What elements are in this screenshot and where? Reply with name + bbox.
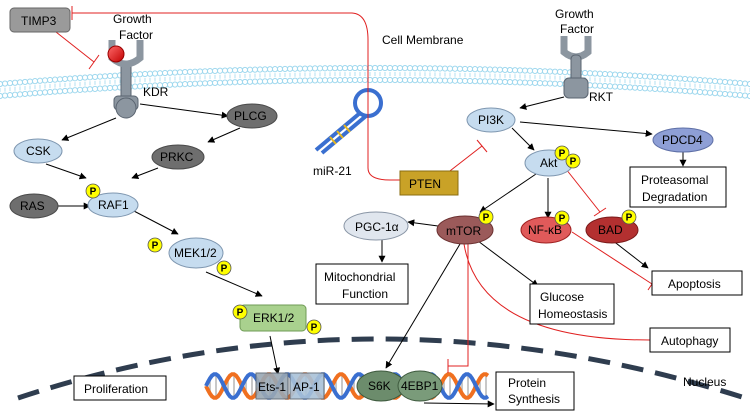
bad-node: BAD — [585, 216, 639, 244]
growth-factor-left-label-1: Growth — [113, 12, 152, 26]
svg-text:P: P — [311, 323, 318, 334]
svg-text:RAF1: RAF1 — [98, 198, 129, 212]
phospho-marker: P — [478, 209, 494, 225]
svg-text:Function: Function — [342, 287, 388, 301]
inhibition-lines — [55, 6, 657, 373]
4ebp1-node: 4EBP1 — [397, 370, 443, 402]
timp3-node: TIMP3 — [9, 7, 71, 33]
svg-text:BAD: BAD — [598, 223, 623, 237]
svg-text:Protein: Protein — [508, 376, 546, 390]
erk-node: ERK1/2 — [239, 304, 307, 332]
mek-node: MEK1/2 — [168, 237, 224, 269]
svg-text:Akt: Akt — [540, 156, 558, 170]
svg-text:Mitochondrial: Mitochondrial — [324, 270, 395, 284]
growth-factor-left-label-2: Factor — [119, 28, 153, 42]
svg-text:Apoptosis: Apoptosis — [668, 277, 721, 291]
phospho-marker: P — [306, 319, 322, 335]
svg-text:P: P — [237, 308, 244, 319]
svg-text:P: P — [559, 214, 566, 225]
activation-arrows — [45, 96, 687, 408]
pten-node: PTEN — [399, 170, 459, 196]
mir21-label: miR-21 — [313, 164, 352, 178]
svg-text:PDCD4: PDCD4 — [662, 133, 703, 147]
autophagy-box: Autophagy — [649, 327, 731, 353]
ap1-node: AP-1 — [289, 372, 325, 400]
svg-text:Glucose: Glucose — [540, 290, 584, 304]
prkc-node: PRKC — [151, 144, 205, 170]
svg-text:Degradation: Degradation — [642, 190, 707, 204]
svg-text:P: P — [221, 264, 228, 275]
pi3k-node: PI3K — [466, 107, 516, 133]
pgc1a-node: PGC-1α — [343, 211, 409, 241]
raf1-node: RAF1 — [87, 192, 139, 218]
pdcd4-node: PDCD4 — [652, 127, 714, 153]
cell-membrane — [0, 64, 750, 100]
growth-factor-right-label-2: Factor — [560, 22, 594, 36]
ras-node: RAS — [9, 193, 59, 219]
svg-text:P: P — [570, 157, 577, 168]
phospho-marker: P — [147, 237, 163, 253]
svg-text:PLCG: PLCG — [234, 109, 267, 123]
mitochondrial-function-box: Mitochondrial Function — [315, 263, 409, 305]
svg-text:Proteasomal: Proteasomal — [641, 173, 708, 187]
svg-text:MEK1/2: MEK1/2 — [174, 246, 217, 260]
rkt-receptor — [560, 36, 592, 99]
svg-text:PTEN: PTEN — [409, 177, 441, 191]
svg-text:P: P — [626, 213, 633, 224]
svg-text:NF-κB: NF-κB — [528, 223, 562, 237]
glucose-homeostasis-box: Glucose Homeostasis — [529, 283, 615, 325]
s6k-node: S6K — [356, 370, 406, 402]
svg-text:Homeostasis: Homeostasis — [538, 307, 607, 321]
apoptosis-box: Apoptosis — [651, 270, 743, 296]
nucleus-envelope — [17, 336, 746, 401]
cell-membrane-label: Cell Membrane — [382, 33, 464, 47]
svg-text:ERK1/2: ERK1/2 — [253, 311, 295, 325]
plcg-node: PLCG — [226, 103, 278, 129]
phospho-marker: P — [621, 209, 637, 225]
svg-text:4EBP1: 4EBP1 — [401, 379, 439, 393]
svg-text:P: P — [559, 149, 566, 160]
growth-factor-right-label-1: Growth — [555, 7, 594, 21]
svg-text:P: P — [483, 213, 490, 224]
rkt-label: RKT — [589, 90, 614, 104]
mtor-node: mTOR — [436, 215, 494, 245]
svg-text:Proliferation: Proliferation — [84, 382, 148, 396]
svg-text:CSK: CSK — [26, 144, 51, 158]
svg-text:Ets-1: Ets-1 — [258, 380, 286, 394]
mir21-hairpin — [314, 88, 383, 155]
svg-text:Synthesis: Synthesis — [508, 392, 560, 406]
proteasomal-degradation-box: Proteasomal Degradation — [629, 166, 727, 208]
csk-node: CSK — [13, 138, 63, 164]
phospho-marker: P — [565, 153, 581, 169]
dna-helix — [204, 372, 490, 400]
protein-synthesis-box: Protein Synthesis — [495, 371, 575, 411]
phospho-marker: P — [85, 183, 101, 199]
phospho-marker: P — [554, 145, 570, 161]
svg-text:S6K: S6K — [368, 379, 391, 393]
svg-text:TIMP3: TIMP3 — [21, 14, 57, 28]
svg-text:PI3K: PI3K — [478, 113, 504, 127]
svg-text:PRKC: PRKC — [160, 150, 194, 164]
svg-text:P: P — [90, 187, 97, 198]
phospho-marker: P — [554, 210, 570, 226]
phospho-marker: P — [216, 260, 232, 276]
svg-text:PGC-1α: PGC-1α — [355, 220, 399, 234]
svg-text:RAS: RAS — [20, 199, 45, 213]
svg-text:Autophagy: Autophagy — [661, 334, 718, 348]
svg-text:mTOR: mTOR — [446, 224, 481, 238]
svg-text:AP-1: AP-1 — [293, 380, 320, 394]
nucleus-label: Nucleus — [683, 375, 726, 389]
growth-factor-ligand-left — [107, 45, 125, 63]
ets1-node: Ets-1 — [255, 372, 289, 400]
svg-text:P: P — [152, 241, 159, 252]
kdr-receptor — [108, 40, 144, 119]
proliferation-box: Proliferation — [73, 375, 167, 401]
phospho-marker: P — [232, 304, 248, 320]
kdr-label: KDR — [143, 85, 169, 99]
